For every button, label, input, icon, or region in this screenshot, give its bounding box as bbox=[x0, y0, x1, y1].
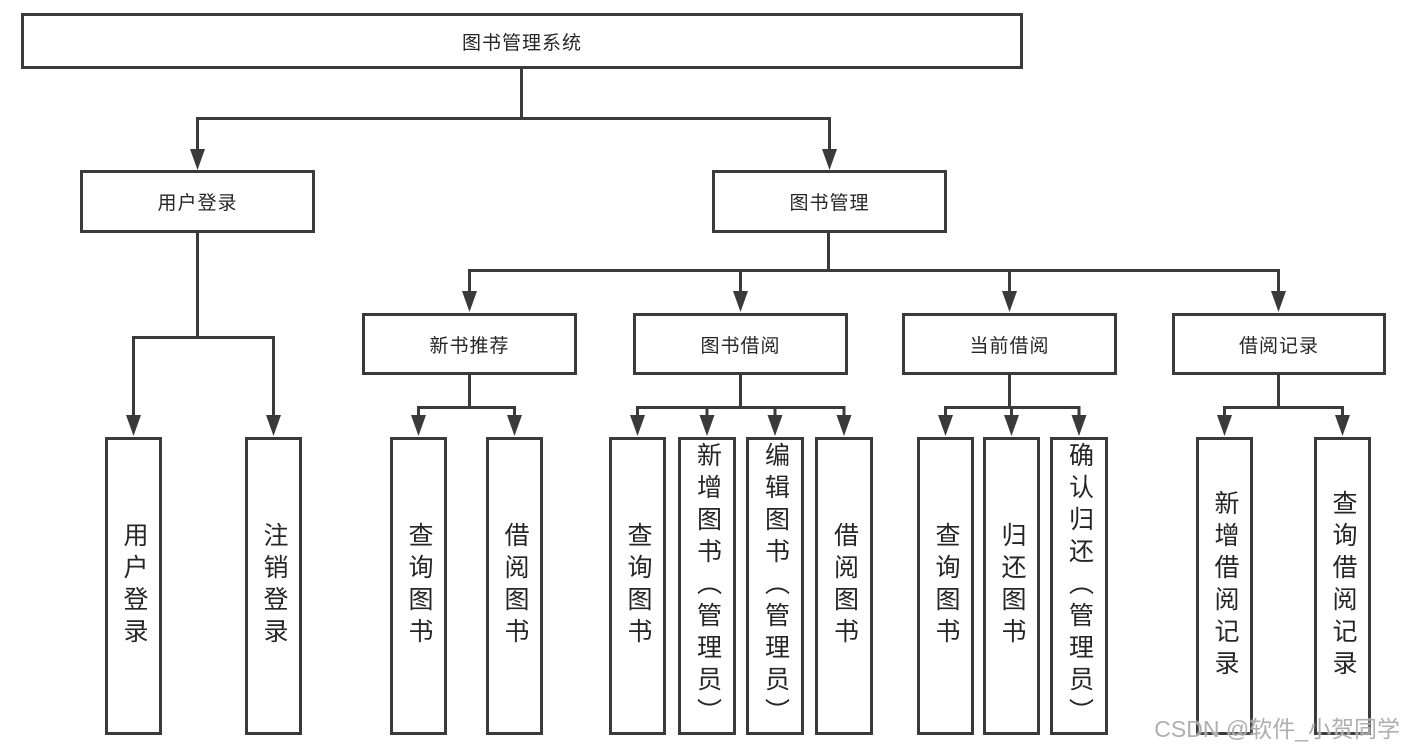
arrow-down-icon bbox=[836, 415, 852, 436]
leaf-bb-borrow-book: 借阅图书 bbox=[815, 437, 873, 735]
leaf-logout-label: 注销登录 bbox=[260, 522, 288, 650]
leaf-bb-add-book-label: 新增图书（管理员） bbox=[693, 442, 722, 730]
arrow-down-icon bbox=[938, 415, 953, 436]
arrow-down-icon bbox=[1004, 415, 1019, 436]
watermark: CSDN @软件_小贺同学 bbox=[1154, 716, 1400, 742]
leaf-bb-query-book: 查询图书 bbox=[609, 437, 666, 735]
leaf-rec-borrow-book: 借阅图书 bbox=[486, 437, 543, 735]
arrow-down-icon bbox=[1217, 415, 1232, 436]
leaf-cb-return-book-label: 归还图书 bbox=[998, 522, 1026, 650]
leaf-cb-confirm-return: 确认归还（管理员） bbox=[1050, 437, 1108, 735]
node-borrow-records-label: 借阅记录 bbox=[1238, 335, 1319, 357]
arrow-down-icon bbox=[507, 415, 522, 436]
node-new-book-rec-label: 新书推荐 bbox=[429, 335, 510, 357]
connectors-new-book-rec bbox=[411, 375, 522, 436]
arrow-down-icon bbox=[630, 415, 645, 436]
leaf-bb-borrow-book-label: 借阅图书 bbox=[830, 522, 859, 650]
arrow-down-icon bbox=[1335, 415, 1350, 436]
arrow-down-icon bbox=[190, 149, 205, 170]
leaf-bb-add-book: 新增图书（管理员） bbox=[678, 437, 736, 735]
arrow-down-icon bbox=[733, 291, 748, 312]
connectors-root bbox=[190, 69, 837, 170]
arrow-down-icon bbox=[462, 291, 477, 312]
leaf-br-query-record: 查询借阅记录 bbox=[1314, 437, 1371, 735]
leaf-rec-borrow-book-label: 借阅图书 bbox=[501, 522, 529, 650]
leaf-br-query-record-label: 查询借阅记录 bbox=[1329, 490, 1357, 682]
leaf-user-login-label: 用户登录 bbox=[120, 522, 148, 650]
connectors-book-mgmt bbox=[462, 232, 1286, 312]
node-user-login: 用户登录 bbox=[80, 170, 315, 233]
arrow-down-icon bbox=[266, 415, 281, 436]
arrow-down-icon bbox=[1002, 291, 1017, 312]
leaf-rec-query-book: 查询图书 bbox=[390, 437, 447, 735]
node-book-mgmt-label: 图书管理 bbox=[789, 193, 870, 214]
arrow-down-icon bbox=[1271, 291, 1286, 312]
node-book-borrow-label: 图书借阅 bbox=[700, 335, 781, 357]
arrow-down-icon bbox=[767, 415, 783, 436]
node-book-borrow: 图书借阅 bbox=[633, 313, 848, 375]
arrow-down-icon bbox=[822, 149, 837, 170]
leaf-rec-query-book-label: 查询图书 bbox=[405, 522, 433, 650]
leaf-cb-query-book: 查询图书 bbox=[917, 437, 974, 735]
leaf-bb-query-book-label: 查询图书 bbox=[624, 522, 652, 650]
node-book-mgmt: 图书管理 bbox=[712, 170, 947, 233]
leaf-cb-return-book: 归还图书 bbox=[983, 437, 1040, 735]
arrow-down-icon bbox=[126, 415, 141, 436]
leaf-bb-edit-book-label: 编辑图书（管理员） bbox=[761, 442, 790, 730]
connectors-current-borrow bbox=[938, 375, 1087, 436]
node-borrow-records: 借阅记录 bbox=[1172, 313, 1386, 375]
leaf-logout: 注销登录 bbox=[245, 437, 302, 735]
node-new-book-rec: 新书推荐 bbox=[362, 313, 577, 375]
leaf-cb-confirm-return-label: 确认归还（管理员） bbox=[1065, 442, 1094, 730]
node-user-login-label: 用户登录 bbox=[157, 193, 238, 214]
leaf-br-add-record: 新增借阅记录 bbox=[1196, 437, 1253, 735]
leaf-br-add-record-label: 新增借阅记录 bbox=[1211, 490, 1239, 682]
leaf-cb-query-book-label: 查询图书 bbox=[932, 522, 960, 650]
node-current-borrow-label: 当前借阅 bbox=[969, 335, 1050, 357]
node-root-label: 图书管理系统 bbox=[461, 32, 582, 54]
arrow-down-icon bbox=[699, 415, 715, 436]
node-root: 图书管理系统 bbox=[21, 13, 1023, 69]
leaf-bb-edit-book: 编辑图书（管理员） bbox=[746, 437, 804, 735]
leaf-user-login: 用户登录 bbox=[105, 437, 162, 735]
connectors-book-borrow bbox=[630, 375, 852, 436]
arrow-down-icon bbox=[411, 415, 426, 436]
arrow-down-icon bbox=[1071, 415, 1087, 436]
node-current-borrow: 当前借阅 bbox=[902, 313, 1117, 375]
connectors-borrow-records bbox=[1217, 375, 1350, 436]
connectors-user-login bbox=[126, 232, 281, 436]
